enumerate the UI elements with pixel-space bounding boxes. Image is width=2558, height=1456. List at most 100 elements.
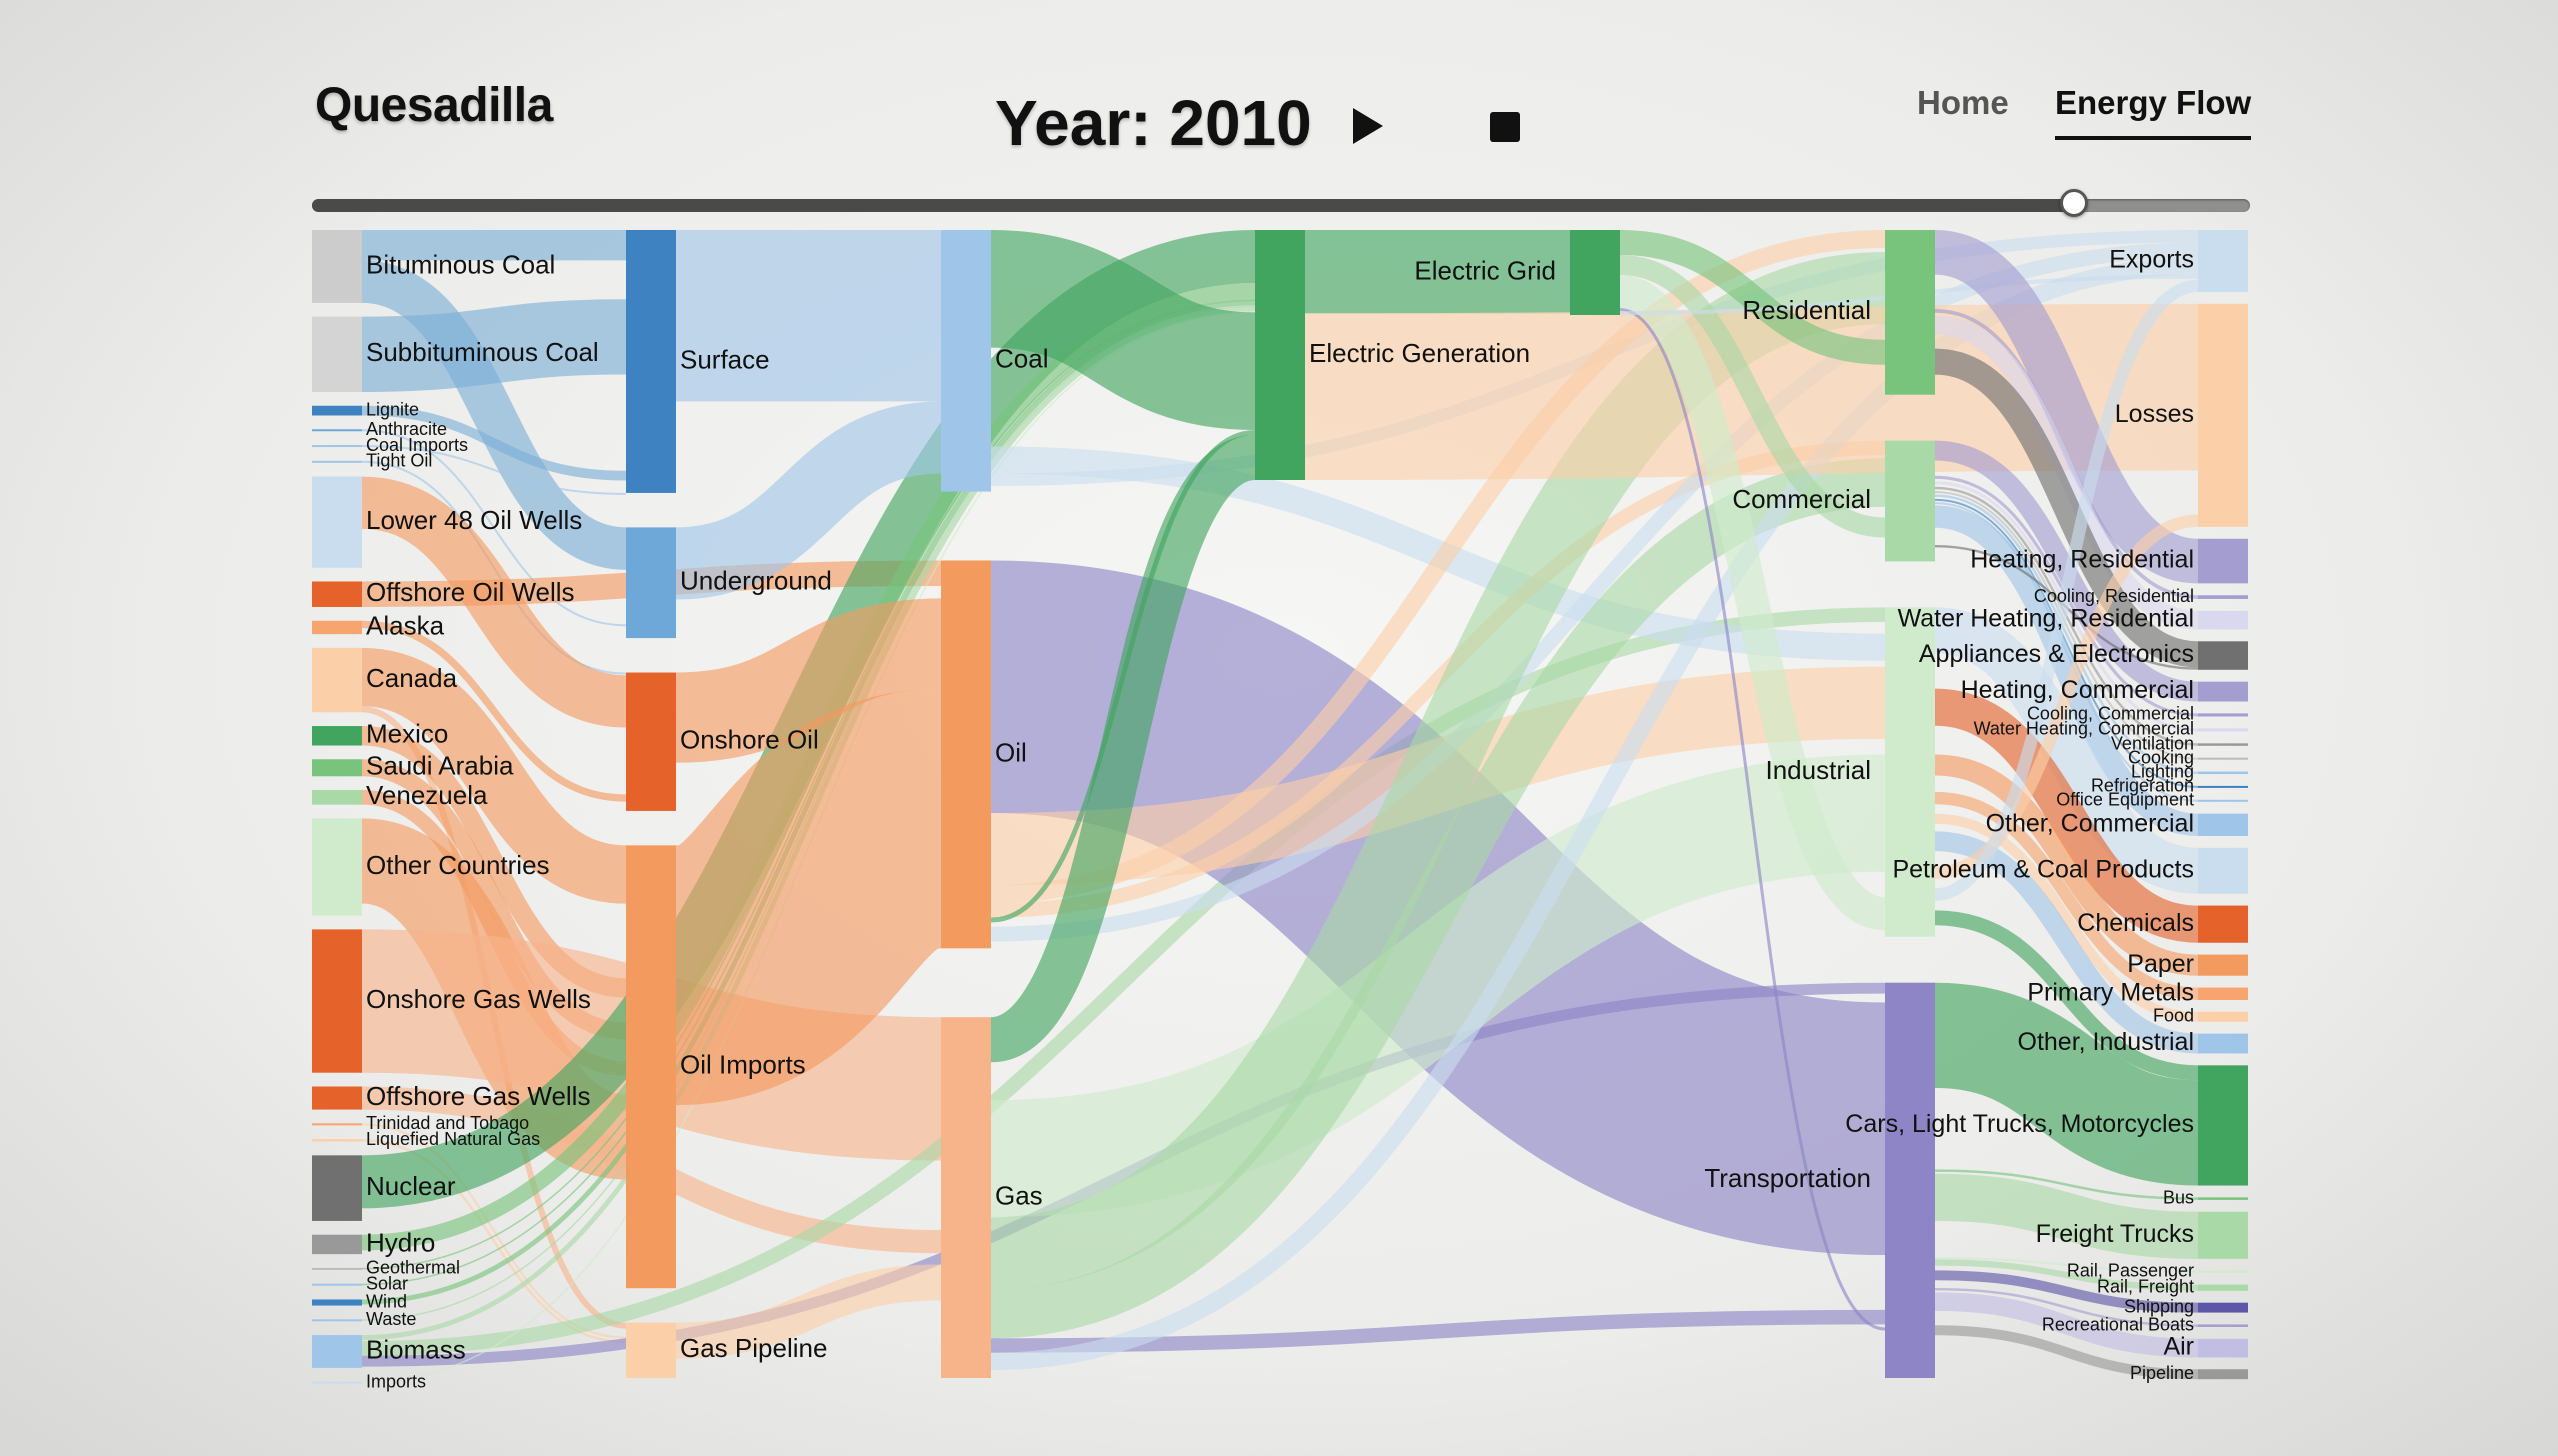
node-lighting[interactable] [2198,771,2248,775]
node-mexico[interactable] [312,726,362,746]
link-tra-to-e_ft[interactable] [1934,1173,2199,1259]
node-cooling-residential[interactable] [2198,595,2248,599]
node-rail-freight[interactable] [2198,1284,2248,1291]
node-freight-trucks[interactable] [2198,1211,2248,1259]
node-cars-light-trucks-motorcycles[interactable] [2198,1065,2248,1186]
node-commercial[interactable] [1885,440,1935,562]
node-nuclear[interactable] [312,1155,362,1221]
link-egrid-to-res[interactable] [1619,230,1886,365]
node-recreational-boats[interactable] [2198,1324,2248,1327]
node-offshore-gas-wells[interactable] [312,1086,362,1110]
node-food[interactable] [2198,1011,2248,1022]
link-ant-to-und[interactable] [361,429,627,627]
node-chemicals[interactable] [2198,905,2248,943]
node-coal[interactable] [941,230,991,492]
node-exports[interactable] [2198,230,2248,292]
node-industrial[interactable] [1885,607,1935,937]
node-offshore-oil-wells[interactable] [312,581,362,607]
node-residential[interactable] [1885,230,1935,395]
node-gas[interactable] [941,1017,991,1378]
node-appliances-electronics[interactable] [2198,641,2248,670]
link-tra-to-e_rb[interactable] [1934,1287,2199,1327]
link-lig-to-surf[interactable] [361,405,627,481]
link-tra-to-e_sh[interactable] [1934,1270,2199,1313]
link-com-to-e_li[interactable] [1934,494,2199,775]
link-ind-to-e_ca[interactable] [1934,910,2199,1081]
link-res-to-e_ae[interactable] [1934,348,2199,668]
link-und-to-coal[interactable] [674,401,943,600]
node-petroleum-coal-products[interactable] [2198,847,2248,894]
node-oil[interactable] [941,560,991,949]
node-alaska[interactable] [312,620,362,635]
node-other-industrial[interactable] [2198,1033,2248,1054]
node-rail-passenger[interactable] [2198,1270,2248,1273]
node-saudi-arabia[interactable] [312,759,362,777]
node-liquefied-natural-gas[interactable] [312,1139,362,1142]
link-tra-to-e_bu[interactable] [1934,1169,2199,1200]
link-tra-to-e_rp[interactable] [1934,1257,2199,1273]
node-office-equipment[interactable] [2198,799,2248,802]
node-water-heating-commercial[interactable] [2198,728,2248,732]
node-other-countries[interactable] [312,818,362,916]
node-shipping[interactable] [2198,1302,2248,1313]
node-waste[interactable] [312,1319,362,1322]
node-onshore-oil[interactable] [626,672,676,811]
node-canada[interactable] [312,647,362,713]
node-trinidad-and-tobago[interactable] [312,1123,362,1126]
node-heating-residential[interactable] [2198,538,2248,584]
node-other-commercial[interactable] [2198,813,2248,836]
link-bit-to-und[interactable] [360,260,628,570]
link-ind-to-e_exp[interactable] [1934,279,2199,901]
link-onoil-to-oil[interactable] [675,598,942,763]
node-anthracite[interactable] [312,429,362,432]
link-ind-to-e_fo[interactable] [1934,813,2199,1022]
link-tra-to-e_rf[interactable] [1934,1259,2199,1291]
node-cooling-commercial[interactable] [2198,713,2248,717]
link-coal-to-egen[interactable] [989,230,1257,430]
link-ala-to-onoil[interactable] [361,620,627,802]
node-coal-imports[interactable] [312,445,362,448]
link-tra-to-e_ai[interactable] [1934,1292,2199,1358]
node-subbituminous-coal[interactable] [312,316,362,392]
node-primary-metals[interactable] [2198,987,2248,1000]
link-can-to-oilimp[interactable] [360,647,628,904]
link-oil-to-e_exp[interactable] [990,242,2199,942]
node-lignite[interactable] [312,405,362,416]
node-hydro[interactable] [312,1234,362,1255]
node-cooking[interactable] [2198,757,2248,760]
node-transportation[interactable] [1885,982,1935,1378]
node-oil-imports[interactable] [626,845,676,1289]
node-venezuela[interactable] [312,790,362,805]
node-wind[interactable] [312,1299,362,1306]
play-icon[interactable] [1353,108,1383,144]
link-ind-to-e_ch[interactable] [1933,688,2200,943]
link-cim-to-surf[interactable] [361,445,627,495]
node-refrigeration[interactable] [2198,785,2248,788]
link-gas-to-ind[interactable] [990,754,1886,1218]
node-geothermal[interactable] [312,1267,362,1270]
link-ind-to-e_pm[interactable] [1934,791,2199,1000]
link-ind-to-e_pc[interactable] [1933,607,2200,894]
link-egrid-to-tra[interactable] [1619,308,1886,1331]
link-egrid-to-ind[interactable] [1617,275,1888,931]
node-lower-48-oil-wells[interactable] [312,476,362,568]
node-biomass[interactable] [312,1335,362,1368]
node-pipeline[interactable] [2198,1369,2248,1380]
node-heating-commercial[interactable] [2198,681,2248,702]
nav-energy-flow-link[interactable]: Energy Flow [2055,84,2252,140]
node-ventilation[interactable] [2198,743,2248,746]
link-gas-to-egen[interactable] [987,434,1259,1063]
node-solar[interactable] [312,1283,362,1286]
node-electric-generation[interactable] [1255,230,1305,480]
link-res-to-e_wr[interactable] [1934,315,2199,630]
node-onshore-gas-wells[interactable] [312,929,362,1073]
link-gpipe-to-gas[interactable] [675,1264,942,1359]
link-gas-to-tra[interactable] [990,1309,1886,1353]
link-oilimp-to-oil[interactable] [668,688,949,1106]
year-slider-track[interactable] [312,199,2250,212]
node-water-heating-residential[interactable] [2198,610,2248,630]
node-electric-grid[interactable] [1570,230,1620,315]
node-tight-oil[interactable] [312,460,362,463]
stop-icon[interactable] [1490,112,1520,142]
link-ind-to-e_pa[interactable] [1934,754,2199,976]
